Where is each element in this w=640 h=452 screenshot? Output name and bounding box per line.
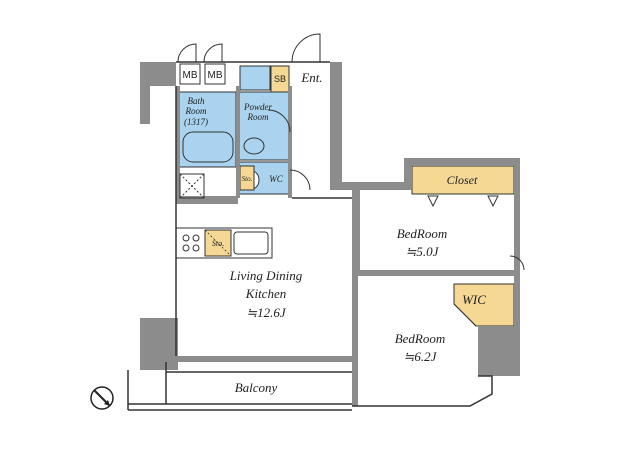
bath-label-3: (1317)	[184, 117, 208, 127]
ldk-size: ≒12.6J	[246, 305, 287, 320]
entrance-label: Ent.	[300, 70, 322, 85]
sb-label: SB	[274, 74, 286, 84]
stove-burner-1	[182, 234, 190, 242]
walls	[140, 62, 520, 406]
shoe-box	[270, 65, 290, 93]
bedroom2-size: ≒6.2J	[404, 349, 438, 364]
bathtub	[182, 131, 234, 163]
powder-label-1: Powder	[243, 102, 272, 112]
vent-shaft-x2	[179, 173, 205, 199]
closet-door-right	[487, 195, 499, 208]
wc-label: WC	[269, 174, 283, 184]
entrance-basin-area	[239, 65, 271, 91]
storage-kitchen-label: Sto.	[212, 239, 224, 248]
mb-label-2: MB	[208, 70, 223, 81]
bedroom1-size: ≒5.0J	[406, 244, 440, 259]
doors	[177, 33, 525, 327]
stove-burner-3	[182, 244, 190, 252]
stove-burner-2	[192, 234, 200, 242]
bath-label-2: Room	[185, 106, 207, 116]
vent-shaft	[179, 173, 205, 199]
mb-box-2	[204, 63, 226, 85]
balcony-label: Balcony	[235, 380, 278, 395]
bath-label-1: Bath	[188, 96, 205, 106]
closet-door-left	[427, 195, 439, 208]
bedroom2-name: BedRoom	[395, 331, 446, 346]
wic-label: WIC	[462, 292, 486, 307]
bedroom1-name: BedRoom	[397, 226, 448, 241]
kitchen-sink	[233, 231, 269, 255]
stove-burner-4	[192, 244, 200, 252]
closet-label: Closet	[447, 173, 478, 187]
wash-basin	[243, 137, 265, 155]
mb-label-1: MB	[183, 70, 198, 81]
storage-wc-label: Sto.	[242, 175, 253, 183]
kitchen-counter	[175, 227, 273, 259]
powder-label-2: Room	[247, 112, 269, 122]
compass-icon	[90, 386, 114, 410]
storage-kitchen	[204, 229, 232, 257]
mb-box-1	[179, 63, 201, 85]
ldk-label-2: Kitchen	[245, 286, 286, 301]
plan-outline	[127, 61, 493, 411]
ldk-label-1: Living Dining	[229, 268, 303, 283]
